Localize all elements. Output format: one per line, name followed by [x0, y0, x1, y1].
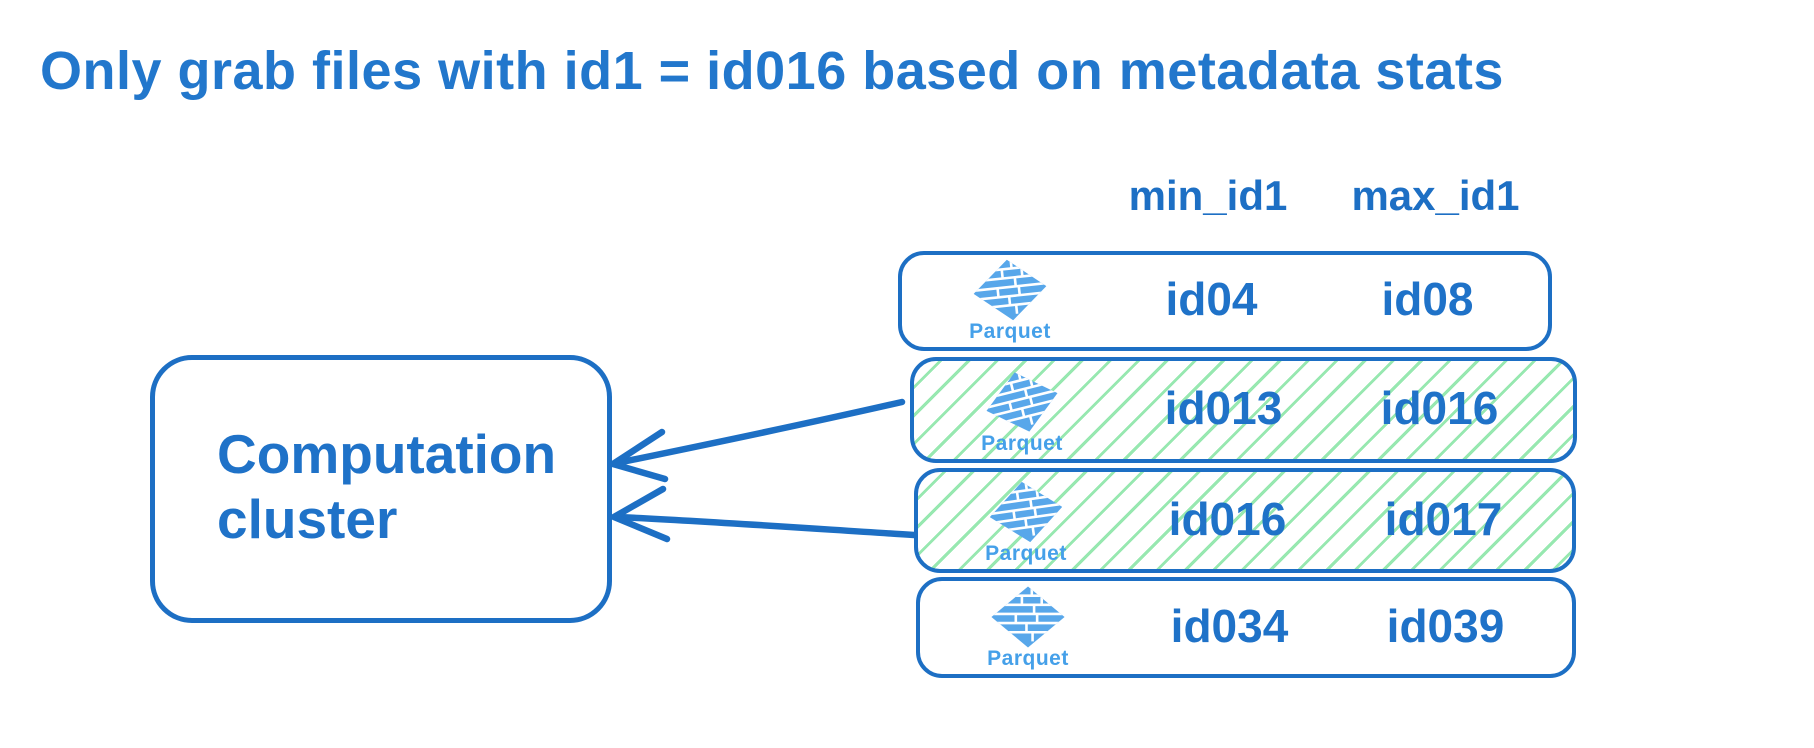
min-id1-value: id013 [1164, 381, 1283, 434]
min-id1-value: id04 [1165, 272, 1258, 325]
column-header-min-id1: min_id1 [1128, 172, 1288, 219]
left-arrow-from-file3 [610, 485, 918, 543]
left-arrow-from-file2 [609, 398, 906, 483]
parquet-wordmark: Parquet [981, 432, 1063, 456]
parquet-logo-block: Parquet [966, 475, 1086, 568]
parquet-file-row-highlighted: Parquet id016 id017 [914, 468, 1576, 573]
diagram-title: Only grab files with id1 = id016 based o… [40, 41, 1504, 101]
parquet-wordmark: Parquet [987, 647, 1069, 671]
parquet-wordmark: Parquet [985, 542, 1067, 566]
parquet-logo-block: Parquet [968, 584, 1088, 673]
cluster-label-line1: Computation [217, 423, 557, 485]
cluster-label-line2: cluster [217, 488, 398, 550]
computation-cluster-box: Computation cluster [150, 355, 612, 623]
max-id1-value: id039 [1386, 599, 1505, 652]
parquet-file-row-highlighted: Parquet id013 id016 [910, 357, 1577, 463]
max-id1-value: id017 [1384, 492, 1503, 545]
max-id1-value: id016 [1380, 381, 1499, 434]
parquet-wordmark: Parquet [969, 320, 1051, 344]
parquet-file-row: Parquet id04 id08 [898, 251, 1552, 351]
column-header-max-id1: max_id1 [1351, 172, 1520, 219]
parquet-logo-block: Parquet [950, 258, 1070, 346]
min-id1-value: id016 [1168, 492, 1287, 545]
cluster-label: Computation cluster [217, 422, 556, 552]
max-id1-value: id08 [1381, 272, 1474, 325]
parquet-logo-block: Parquet [962, 364, 1082, 458]
parquet-file-row: Parquet id034 id039 [916, 577, 1576, 678]
min-id1-value: id034 [1170, 599, 1289, 652]
